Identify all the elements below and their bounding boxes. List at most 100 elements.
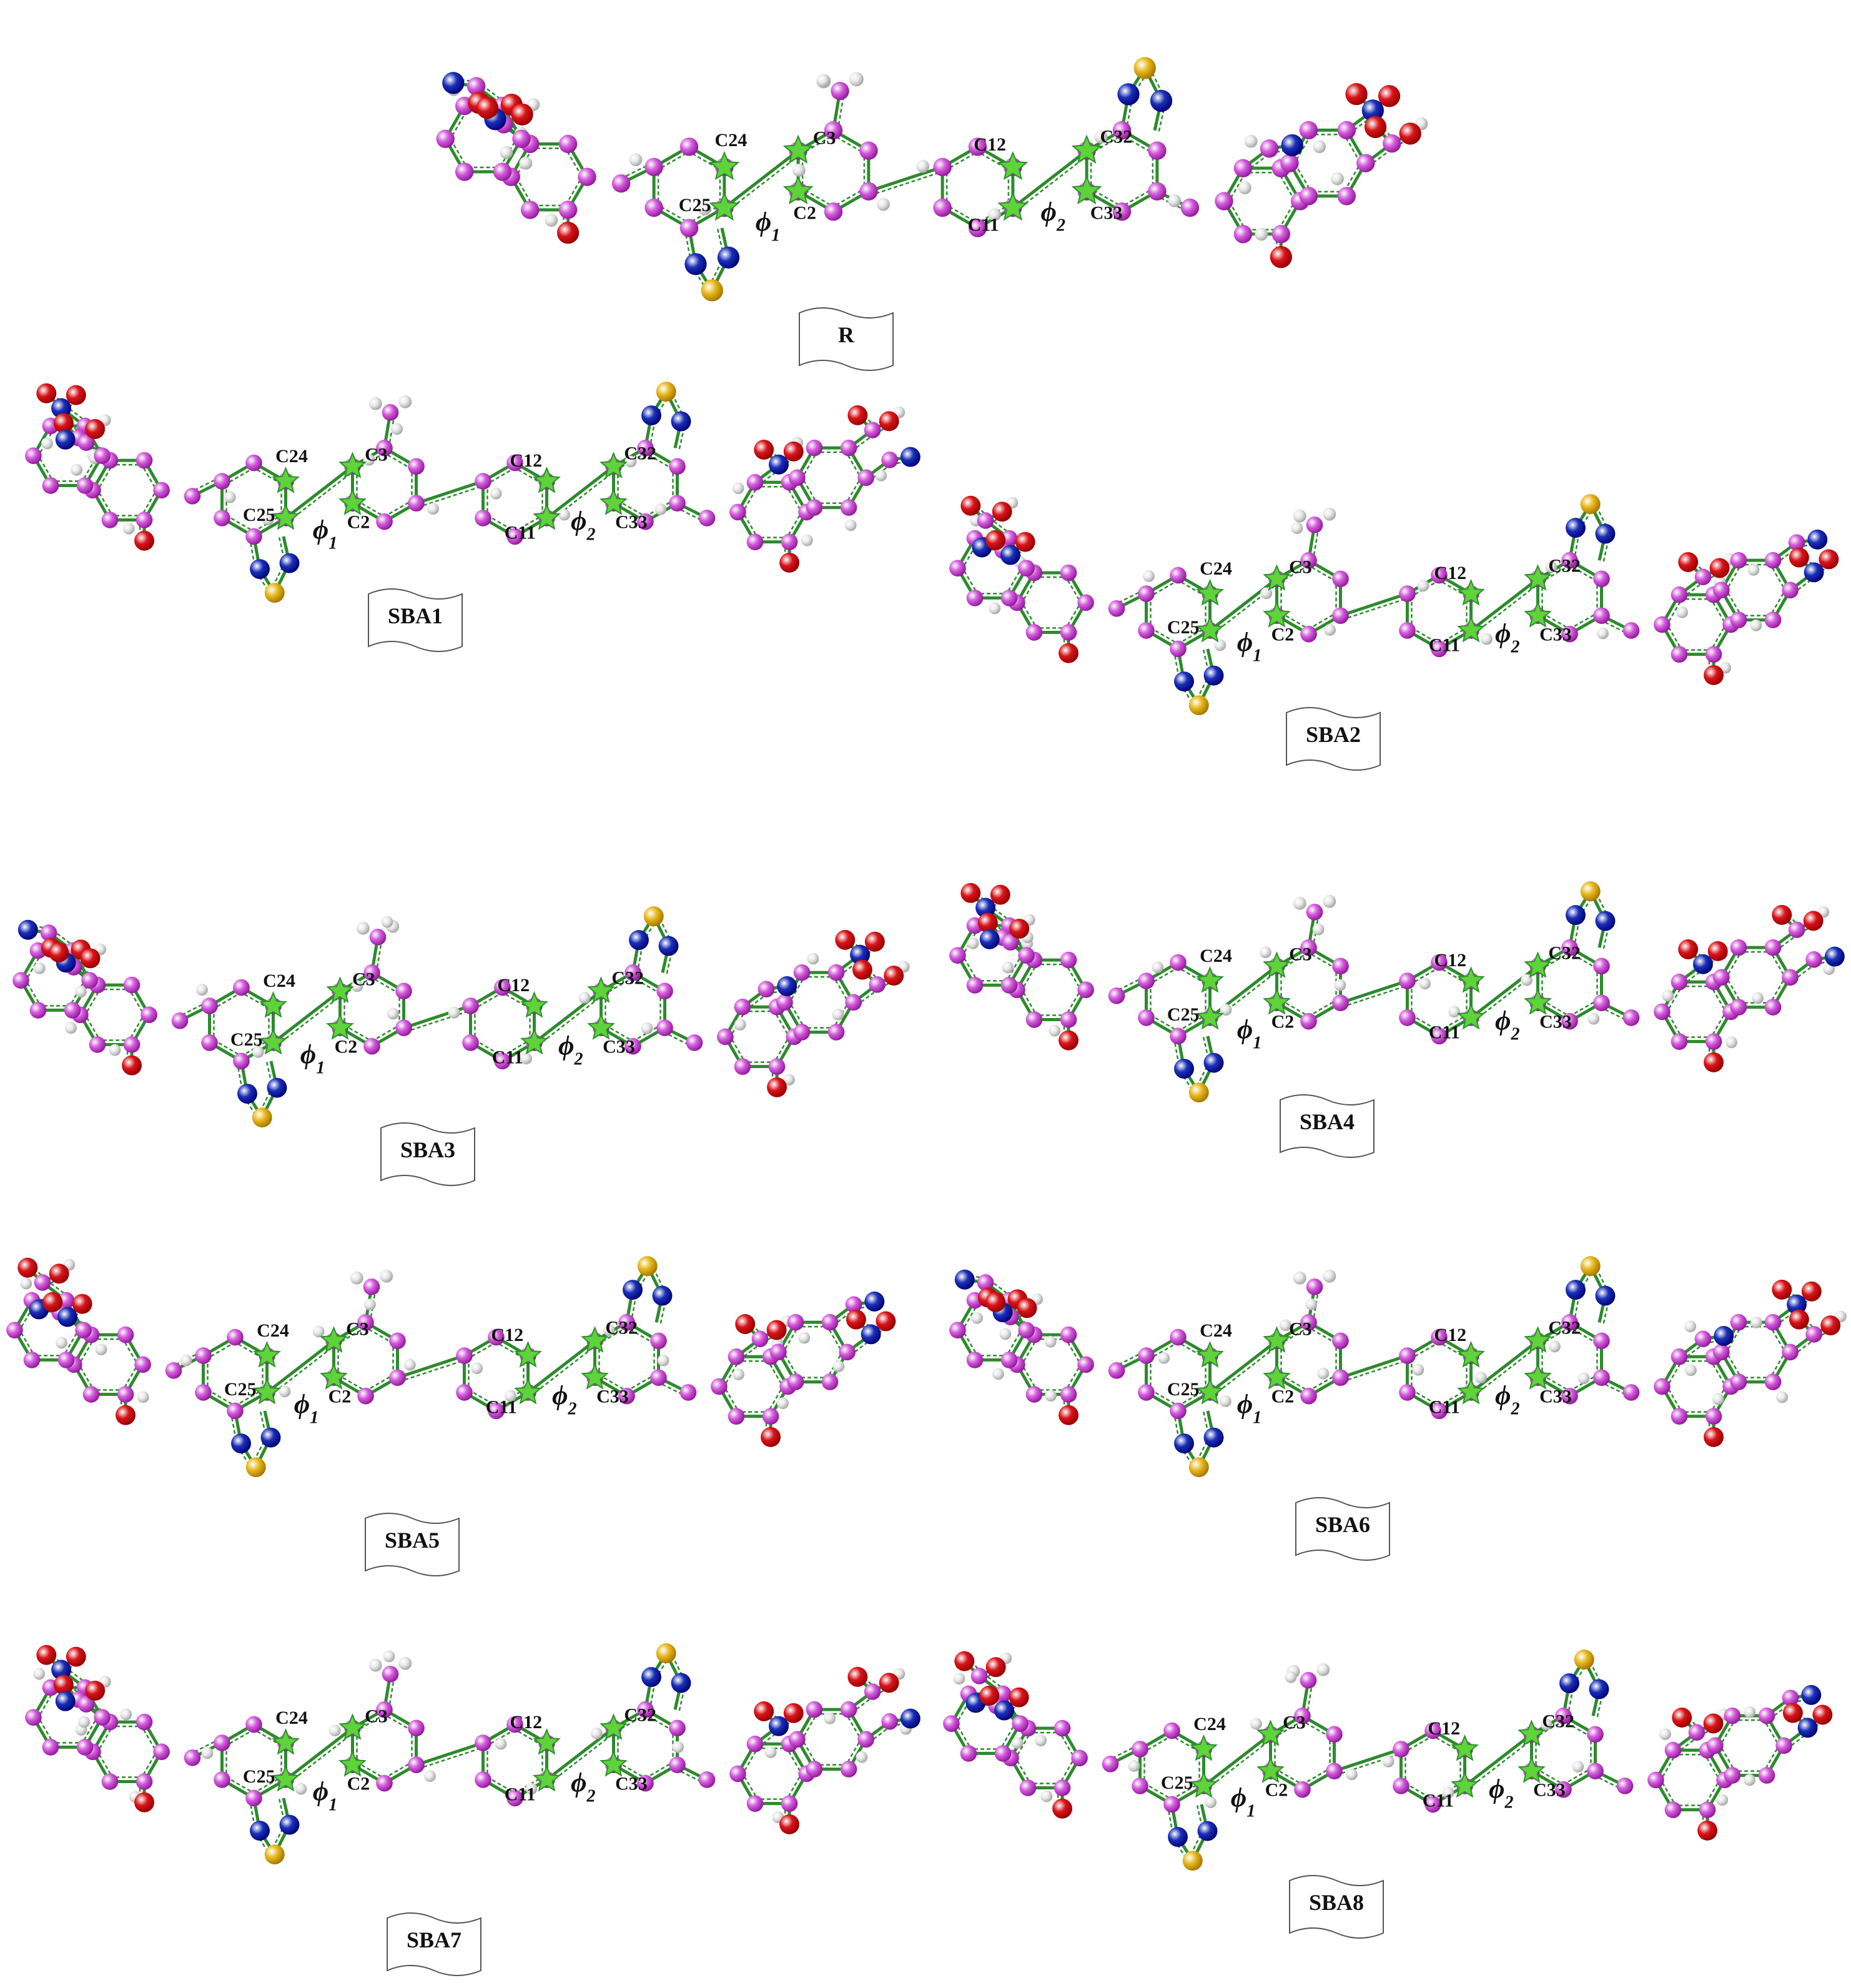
bond [1333,1748,1402,1773]
carbon-atom [1170,1027,1187,1045]
atom-label-c2: C2 [1265,1780,1288,1801]
carbon-atom [949,560,966,576]
carbon-atom [859,141,878,160]
hydrogen-atom [109,1044,121,1056]
carbon-atom [1399,622,1416,639]
carbon-atom [968,137,987,156]
hydrogen-atom [1685,1364,1697,1377]
star-icon [338,1713,367,1740]
atom-label-c3: C3 [1289,556,1312,577]
star-icon [600,488,628,515]
carbon-atom [1138,1347,1155,1364]
nitrogen-atom [237,1084,257,1104]
nitrogen-atom [994,1700,1014,1721]
atom-label-c3: C3 [1283,1712,1306,1733]
hydrogen-atom [368,1658,382,1672]
nitrogen-atom [768,454,789,475]
hydrogen-atom [122,522,135,535]
oxygen-atom [879,411,899,432]
hydrogen-atom [33,962,46,974]
carbon-atom [656,1019,673,1036]
bond [288,1731,356,1784]
nitrogen-atom [629,930,649,951]
hydrogen-atom [1128,1760,1140,1772]
hydrogen-atom [832,1008,844,1021]
carbon-atom [1025,624,1043,641]
bond [1602,1296,1611,1324]
nitrogen-atom [623,1280,643,1300]
carbon-atom [933,157,952,177]
hydrogen-atom [999,1328,1012,1340]
bond [397,1354,465,1380]
hydrogen-atom [1312,923,1325,936]
bond [987,516,1012,536]
bond [1208,964,1278,1019]
nitrogen-atom [768,1716,789,1736]
oxygen-atom [66,1646,86,1667]
hydrogen-atom [201,1747,214,1759]
star-icon [1524,988,1552,1015]
atom-label-c12: C12 [497,975,530,996]
carbon-atom [363,1037,380,1055]
sulfur-atom [264,1844,285,1865]
molecule-name-sba6: SBA6 [1315,1512,1370,1537]
carbon-atom [488,1328,505,1346]
carbon-atom [1764,1373,1782,1390]
hydrogen-atom [1331,172,1344,185]
carbon-atom [781,533,798,550]
oxygen-atom [846,1309,866,1330]
sulfur-atom [245,1457,266,1478]
nitrogen-atom [1150,89,1173,112]
carbon-atom [1671,1408,1688,1425]
bond [545,465,615,520]
carbon-atom [1012,1715,1029,1732]
oxygen-atom [1704,665,1724,685]
oxygen-atom [977,912,998,933]
carbon-atom [1555,1781,1572,1798]
carbon-atom [637,1701,654,1718]
sulfur-atom [656,1643,676,1664]
hydrogen-atom [1313,140,1326,154]
hydrogen-atom [495,1738,507,1750]
carbon-atom [669,495,686,512]
carbon-atom [729,503,746,521]
carbon-atom [1077,1356,1094,1373]
hydrogen-atom [356,921,370,935]
hydrogen-atom [1035,1734,1047,1747]
carbon-atom [1399,1384,1416,1401]
nitrogen-atom [717,246,740,269]
hydrogen-atom [1448,1006,1461,1018]
carbon-atom [376,1701,393,1718]
carbon-atom [1664,1741,1682,1759]
carbon-atom [117,1326,134,1343]
carbon-atom [76,1739,94,1756]
hydrogen-atom [590,1727,603,1739]
carbon-atom [1337,121,1356,140]
oxygen-atom [1704,1427,1724,1447]
nitrogen-atom [1692,954,1713,974]
carbon-atom [455,162,474,181]
bond [1469,1339,1539,1394]
oxygen-atom [1789,547,1809,568]
carbon-atom [624,964,641,981]
carbon-atom [462,997,479,1014]
carbon-atom [77,1696,95,1713]
wavy-flag-icon [387,1912,481,1976]
bond [1341,1359,1409,1383]
bond [545,1726,615,1781]
nitrogen-atom [1203,1052,1224,1073]
carbon-atom [1112,202,1132,221]
carbon-atom [970,1668,988,1684]
bond [856,987,881,1007]
carbon-atom [456,1347,473,1364]
hydrogen-atom [1412,1363,1424,1376]
carbon-atom [245,1789,262,1807]
carbon-atom [506,1716,523,1733]
carbon-atom [214,1771,230,1788]
hydrogen-atom [65,1022,77,1034]
carbon-atom [64,1002,81,1019]
nitrogen-atom [641,405,661,426]
hydrogen-atom [1662,989,1674,1002]
bond [536,994,605,1047]
carbon-atom [1102,1756,1119,1773]
